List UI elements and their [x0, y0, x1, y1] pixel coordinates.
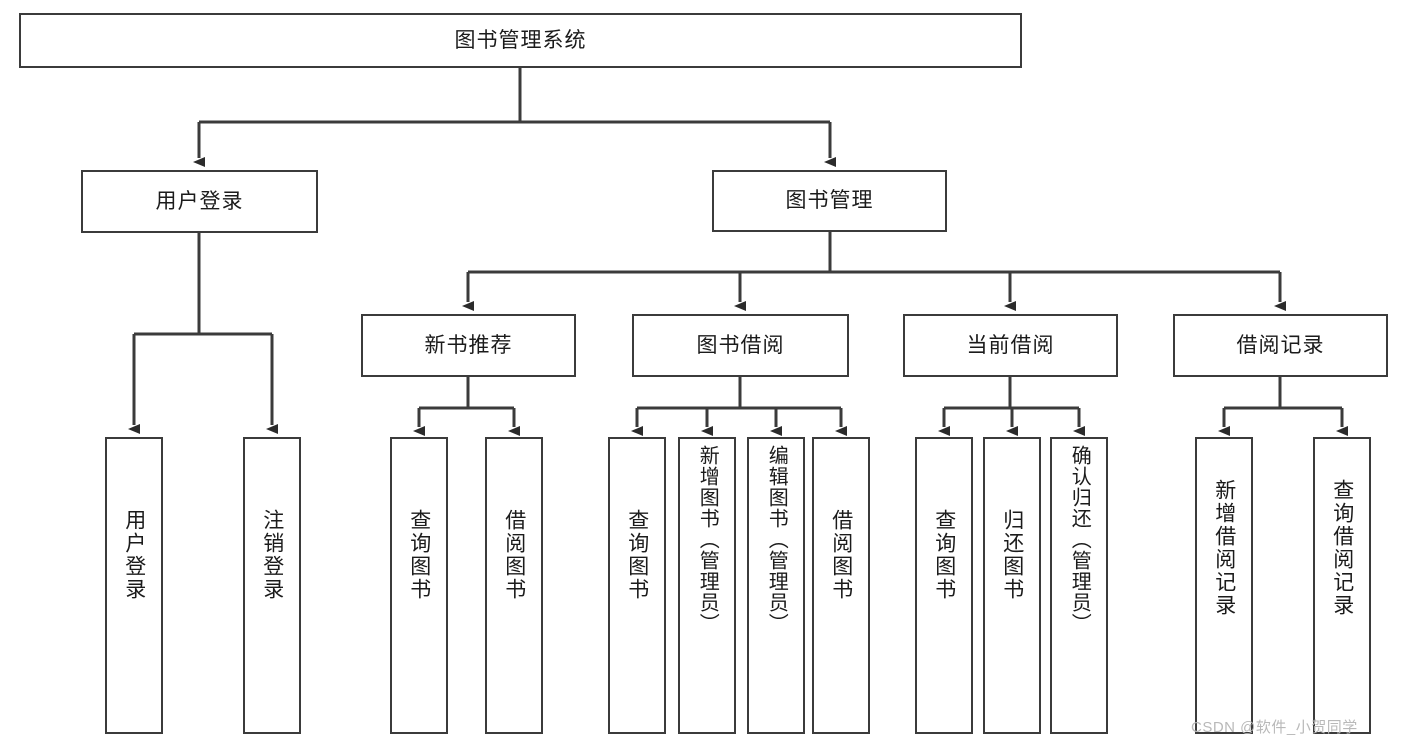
leaf-query-book-1[interactable]: 查询图书: [390, 437, 448, 734]
node-user-login[interactable]: 用户登录: [81, 170, 318, 233]
node-book-manage-label: 图书管理: [785, 189, 874, 213]
leaf-user-login-label: 用户登录: [122, 509, 146, 601]
node-current-borrow-label: 当前借阅: [966, 333, 1055, 357]
leaf-add-book[interactable]: 新增图书（管理员）: [678, 437, 736, 734]
leaf-add-book-label: 新增图书（管理员）: [696, 445, 719, 634]
leaf-query-book-2-label: 查询图书: [625, 509, 649, 601]
node-user-login-label: 用户登录: [155, 189, 244, 213]
node-borrow-record[interactable]: 借阅记录: [1173, 314, 1388, 377]
leaf-edit-book-label: 编辑图书（管理员）: [765, 445, 788, 634]
leaf-logout[interactable]: 注销登录: [243, 437, 301, 734]
leaf-query-record-label: 查询借阅记录: [1330, 479, 1354, 617]
leaf-confirm-return[interactable]: 确认归还（管理员）: [1050, 437, 1108, 734]
leaf-borrow-book-1-label: 借阅图书: [502, 509, 526, 601]
node-new-book-rec[interactable]: 新书推荐: [361, 314, 576, 377]
leaf-query-book-1-label: 查询图书: [407, 509, 431, 601]
leaf-query-book-2[interactable]: 查询图书: [608, 437, 666, 734]
leaf-edit-book[interactable]: 编辑图书（管理员）: [747, 437, 805, 734]
node-root-label: 图书管理系统: [454, 28, 587, 52]
leaf-borrow-book-2[interactable]: 借阅图书: [812, 437, 870, 734]
leaf-return-book-label: 归还图书: [1000, 509, 1024, 601]
node-new-book-rec-label: 新书推荐: [424, 333, 513, 357]
leaf-confirm-return-label: 确认归还（管理员）: [1068, 445, 1091, 634]
node-book-borrow[interactable]: 图书借阅: [632, 314, 849, 377]
leaf-query-book-3-label: 查询图书: [932, 509, 956, 601]
node-root[interactable]: 图书管理系统: [19, 13, 1022, 68]
leaf-borrow-book-2-label: 借阅图书: [829, 509, 853, 601]
node-book-manage[interactable]: 图书管理: [712, 170, 947, 232]
leaf-user-login[interactable]: 用户登录: [105, 437, 163, 734]
leaf-logout-label: 注销登录: [260, 509, 284, 601]
node-borrow-record-label: 借阅记录: [1236, 333, 1325, 357]
leaf-query-record[interactable]: 查询借阅记录: [1313, 437, 1371, 734]
leaf-return-book[interactable]: 归还图书: [983, 437, 1041, 734]
leaf-query-book-3[interactable]: 查询图书: [915, 437, 973, 734]
leaf-borrow-book-1[interactable]: 借阅图书: [485, 437, 543, 734]
leaf-add-record[interactable]: 新增借阅记录: [1195, 437, 1253, 734]
leaf-add-record-label: 新增借阅记录: [1212, 479, 1236, 617]
node-current-borrow[interactable]: 当前借阅: [903, 314, 1118, 377]
csdn-watermark: CSDN @软件_小贺同学: [1191, 719, 1358, 736]
node-book-borrow-label: 图书借阅: [696, 333, 785, 357]
